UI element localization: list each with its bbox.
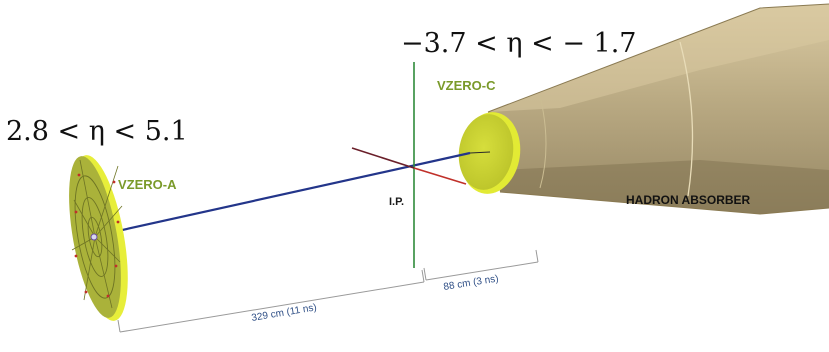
hadron-absorber-label: HADRON ABSORBER — [626, 193, 751, 207]
eta-range-a: 2.8 < η < 5.1 — [6, 116, 188, 147]
vzero-a-disk — [69, 155, 128, 321]
distance-bracket-a — [117, 269, 425, 333]
vzero-c-label: VZERO-C — [437, 78, 496, 93]
vzero-c-disk — [458, 112, 521, 194]
hadron-absorber — [487, 3, 829, 215]
eta-range-c: −3.7 < η < − 1.7 — [401, 28, 636, 59]
interaction-point-axes — [351, 62, 467, 268]
dark-red-axis — [351, 147, 415, 169]
distance-bracket-c — [423, 249, 539, 281]
beam-line — [94, 151, 471, 238]
red-axis — [413, 167, 467, 185]
ip-label: I.P. — [389, 196, 404, 208]
vzero-a-label: VZERO-A — [118, 177, 177, 192]
